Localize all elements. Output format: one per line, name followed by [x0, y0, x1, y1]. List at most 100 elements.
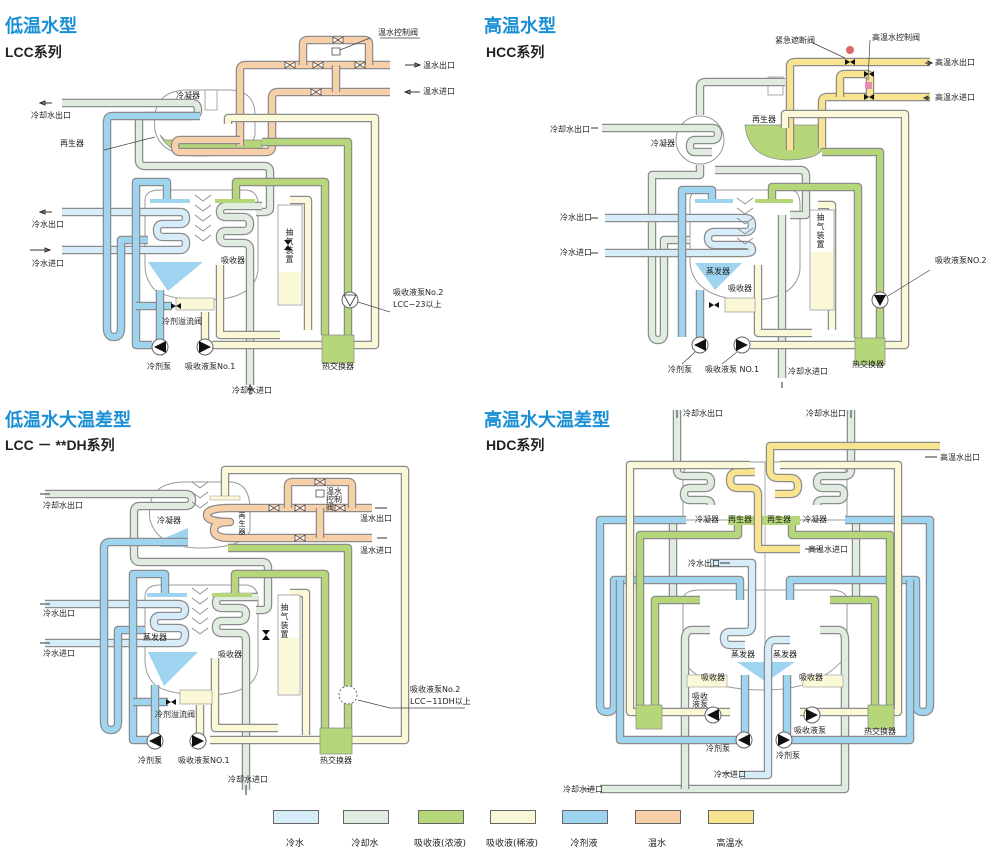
label-warm-control-valve: 温水控制阀 — [326, 487, 342, 512]
legend-label-refrigerant: 冷剂液 — [570, 839, 598, 849]
label-warm-out: 温水出口 — [360, 514, 392, 523]
eliminator — [191, 481, 209, 635]
label-warm-out: 温水出口 — [423, 61, 455, 70]
pump-arrow-icon — [738, 734, 750, 746]
evaporator-pool — [148, 652, 198, 686]
flow-arrows — [40, 493, 387, 795]
legend-swatch-refrigerant — [562, 810, 608, 824]
label-condenser-right: 冷凝器 — [803, 515, 827, 524]
leader-lines — [357, 699, 465, 709]
cooling-water-pipe — [682, 627, 710, 789]
dilute-solution-pipe — [217, 265, 280, 338]
label-generator-left: 再生器 — [728, 515, 752, 524]
optional-solution-pump-2-icon — [338, 685, 358, 705]
absorber-sump-left — [686, 674, 728, 688]
refrigerant-pipe — [679, 187, 715, 337]
hot-water-pipe-outline — [817, 92, 930, 148]
warm-water-pipe-outline — [235, 60, 390, 146]
label-hot-control-valve: 高温水控制阀 — [872, 33, 920, 42]
evaporator-pool — [148, 262, 203, 291]
label-absorber: 吸收器 — [221, 256, 245, 265]
label-cooling-in: 冷却水进口 — [232, 386, 272, 395]
legend-label-dilute-solution: 吸收液(稀液) — [485, 839, 539, 849]
label-cooling-in: 冷却水进口 — [788, 367, 828, 376]
chilled-water-pipe — [710, 560, 755, 648]
cooling-water-pipe — [649, 165, 703, 343]
label-evaporator-right: 蒸发器 — [773, 650, 797, 659]
label-condenser: 冷凝器 — [176, 91, 200, 100]
dilute-solution-pipe — [780, 462, 901, 715]
label-hot-out: 高温水出口 — [940, 453, 980, 462]
label-cooling-out-right: 冷却水出口 — [806, 409, 846, 418]
label-chilled-in: 冷水进口 — [560, 248, 592, 257]
pump-arrow-icon — [192, 735, 204, 747]
pump-arrow-icon — [154, 341, 166, 353]
cooling-water-pipe — [213, 594, 258, 790]
flow-arrows — [585, 410, 937, 790]
pump-arrow-icon — [694, 339, 706, 351]
eliminator — [736, 197, 754, 245]
label-chilled-out: 冷水出口 — [560, 213, 592, 222]
legend-swatch-dilute-solution — [490, 810, 536, 824]
label-absorber-left: 吸收器 — [701, 673, 725, 682]
label-evaporator-left: 蒸发器 — [731, 650, 755, 659]
label-purge: 抽气装置 — [280, 603, 289, 639]
label-chilled-out: 冷水出口 — [43, 609, 75, 618]
cooling-water-pipe — [697, 79, 785, 115]
hot-water-pipe — [767, 443, 940, 497]
legend-label-cooling-water: 冷却水 — [351, 839, 379, 849]
label-heat-exchanger: 热交换器 — [322, 362, 354, 371]
label-ref-pump: 冷剂泵 — [668, 365, 692, 374]
purge-liquid — [279, 638, 299, 694]
label-pump1: 吸收液泵 NO.1 — [705, 365, 760, 374]
flow-arrows — [30, 62, 422, 395]
label-pump2-note: LCC−23以上 — [393, 300, 442, 309]
absorber-sump — [179, 689, 213, 705]
warm-water-pipe — [204, 505, 372, 541]
pump-arrow-icon — [874, 295, 886, 306]
legend-swatch-warm-water — [635, 810, 681, 824]
refrigerant-pipe — [597, 517, 743, 715]
label-emergency-valve: 紧急遮断阀 — [775, 36, 815, 45]
label-ref-pump: 冷剂泵 — [138, 756, 162, 765]
label-chilled-out: 冷水出口 — [32, 220, 64, 229]
refrigerant-pipe — [101, 539, 188, 733]
refrigerant-sprayer — [147, 593, 187, 597]
legend-swatch-chilled-water — [273, 810, 319, 824]
pump-arrow-icon — [343, 294, 357, 307]
label-condenser: 冷凝器 — [651, 139, 675, 148]
generator-pools — [728, 516, 800, 525]
hot-water-pipe — [837, 71, 873, 97]
concentrated-solution-pipe — [233, 179, 328, 335]
concentrated-solution-pipe — [652, 597, 700, 720]
hot-water-pipe — [787, 59, 930, 150]
generator-sprayer — [209, 495, 241, 501]
condenser-shell — [675, 115, 725, 165]
label-cooling-out: 冷却水出口 — [31, 111, 71, 120]
refrigerant-sprayer — [695, 199, 733, 203]
leader-lines — [681, 39, 931, 365]
absorber-sump — [175, 297, 215, 311]
panel-title-lcc: 低温水型 — [5, 16, 77, 37]
pump-arrow-icon — [736, 339, 748, 351]
dilute-solution-pipe — [750, 111, 908, 348]
gate-valve-icons — [284, 36, 366, 96]
heat-exchanger — [319, 727, 353, 755]
refrigerant-pipe — [787, 580, 913, 743]
label-condenser: 冷凝器 — [157, 516, 181, 525]
warm-water-pipe — [237, 62, 390, 146]
panel-series-lcc: LCC系列 — [5, 44, 62, 60]
label-evaporator: 蒸发器 — [706, 267, 730, 276]
hot-water-pipe — [819, 94, 930, 148]
hot-water-pipe — [727, 469, 800, 552]
dilute-solution-pipe — [212, 658, 278, 731]
label-hot-in: 高温水进口 — [808, 545, 848, 554]
condenser-fins — [204, 89, 218, 111]
chilled-water-pipe — [62, 209, 189, 253]
label-cooling-in: 冷却水进口 — [228, 775, 268, 784]
cooling-water-pipe — [600, 627, 848, 792]
concentrated-solution-pipe — [262, 139, 351, 335]
label-overflow-valve: 冷剂溢流阀 — [162, 317, 202, 326]
label-warm-control-valve: 温水控制阀 — [378, 28, 418, 37]
label-pump2: 吸收液泵No.2 — [410, 685, 461, 694]
